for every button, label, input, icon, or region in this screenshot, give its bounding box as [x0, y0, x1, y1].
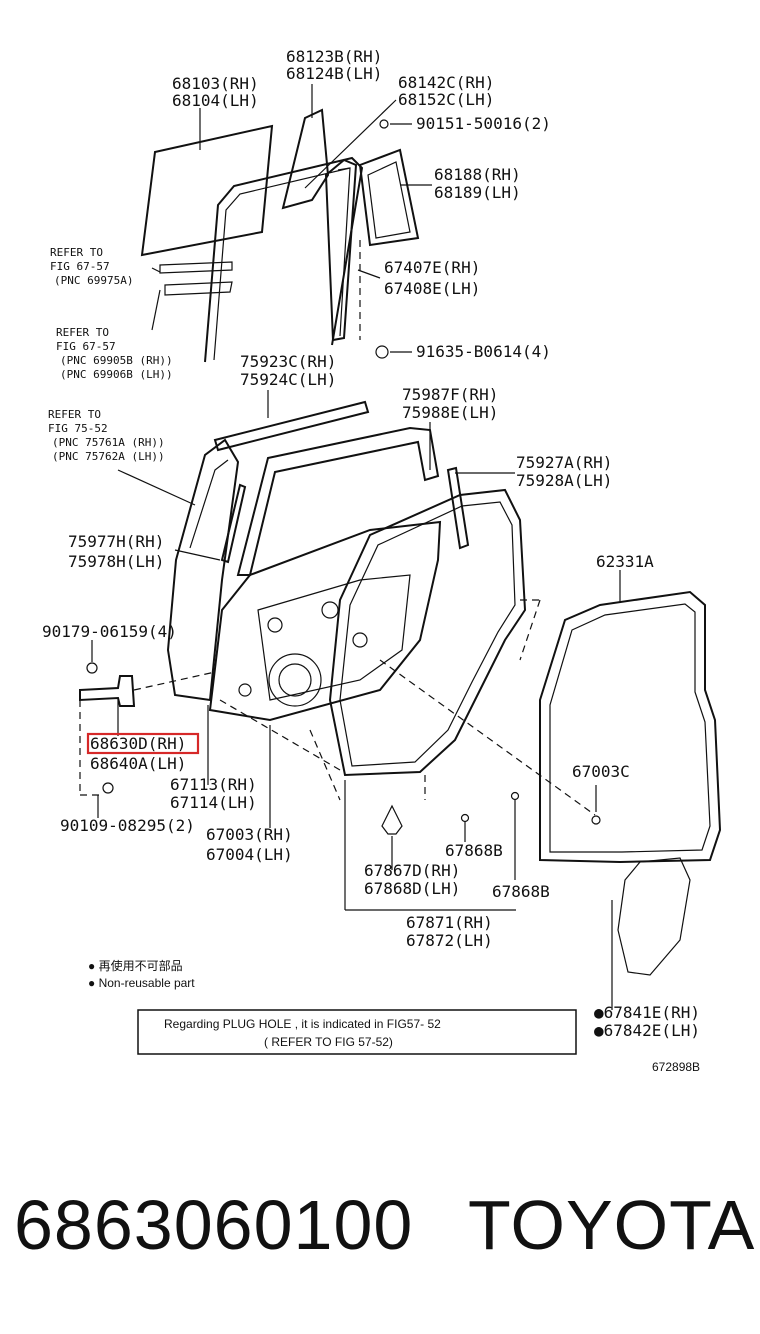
door-inner-panel	[208, 520, 442, 722]
label-67868b-2: 67868B	[492, 882, 550, 901]
assembly-dash-lines	[79, 240, 596, 816]
lower-moulding	[220, 483, 247, 564]
label-67004: 67004(LH)	[206, 845, 293, 864]
ref1-line3: (PNC 69975A)	[54, 274, 133, 287]
lower-rail	[159, 261, 233, 274]
label-67871: 67871(RH)	[406, 913, 493, 932]
ref2-line2: FIG 67-57	[56, 340, 116, 353]
label-67113: 67113(RH)	[170, 775, 257, 794]
label-68123b: 68123B(RH)	[286, 47, 382, 66]
belt-moulding-outer	[213, 400, 370, 452]
label-68630d: 68630D(RH)	[90, 734, 186, 753]
label-75978h: 75978H(LH)	[68, 552, 164, 571]
ref2-line1: REFER TO	[56, 326, 109, 339]
label-91635: 91635-B0614(4)	[416, 342, 551, 361]
label-90179: 90179-06159(4)	[42, 622, 177, 641]
door-frame-moulding	[189, 459, 229, 549]
panel-hole-1	[267, 617, 283, 633]
door-inner-panel-detail	[257, 574, 411, 701]
label-67841e: ●67841E(RH)	[594, 1003, 700, 1022]
division-bar	[324, 158, 358, 342]
clip-67868b-1	[460, 813, 470, 823]
label-68188: 68188(RH)	[434, 165, 521, 184]
label-68640a: 68640A(LH)	[90, 754, 186, 773]
highlight-box	[86, 732, 200, 755]
glass-run-channel-inner	[213, 167, 351, 361]
quarter-glass	[281, 108, 330, 210]
label-67408e: 67408E(LH)	[384, 279, 480, 298]
parts-diagram: 68103(RH) 68104(LH) 68123B(RH) 68124B(LH…	[42, 47, 722, 1074]
brand-name: TOYOTA	[468, 1186, 756, 1264]
label-75923c: 75923C(RH)	[240, 352, 336, 371]
plug-hole-note-line1: Regarding PLUG HOLE , it is indicated in…	[164, 1017, 441, 1031]
part-number: 6863060100	[14, 1186, 414, 1264]
door-weatherstrip-inner	[339, 501, 516, 767]
door-glass	[140, 124, 274, 257]
label-67003: 67003(RH)	[206, 825, 293, 844]
label-68189: 68189(LH)	[434, 183, 521, 202]
ref3-line2: FIG 75-52	[48, 422, 108, 435]
label-68104: 68104(LH)	[172, 91, 259, 110]
ref2-line4: (PNC 69906B (LH))	[60, 368, 173, 381]
hinge-bolt-top	[86, 662, 98, 674]
label-67842e: ●67842E(LH)	[594, 1021, 700, 1040]
body-weatherstrip	[539, 590, 722, 864]
label-67114: 67114(LH)	[170, 793, 257, 812]
label-75977h: 75977H(RH)	[68, 532, 164, 551]
label-90151: 90151-50016(2)	[416, 114, 551, 133]
label-67407e: 67407E(RH)	[384, 258, 480, 277]
door-outer-panel	[166, 438, 240, 702]
bolt-91635	[375, 345, 389, 359]
service-hole-cover	[617, 857, 691, 976]
leader-lines	[91, 84, 621, 1010]
clip-67867d	[381, 804, 403, 835]
ref3-line1: REFER TO	[48, 408, 101, 421]
window-frame-moulding	[236, 426, 440, 576]
label-90109: 90109-08295(2)	[60, 816, 195, 835]
door-weatherstrip	[328, 488, 527, 777]
label-75987f: 75987F(RH)	[402, 385, 498, 404]
division-bar-line	[337, 167, 351, 337]
ref1-line1: REFER TO	[50, 246, 103, 259]
ref1-line2: FIG 67-57	[50, 260, 110, 273]
clip-67003c	[591, 815, 601, 825]
body-weatherstrip-inner	[549, 603, 711, 853]
legend-english: ● Non-reusable part	[88, 976, 195, 990]
quarter-weatherstrip	[358, 148, 420, 247]
hinge-bolt-bottom	[102, 782, 114, 794]
label-75924c: 75924C(LH)	[240, 370, 336, 389]
ref3-line4: (PNC 75762A (LH))	[52, 450, 165, 463]
label-75988e: 75988E(LH)	[402, 403, 498, 422]
label-67872: 67872(LH)	[406, 931, 493, 950]
label-75928a: 75928A(LH)	[516, 471, 612, 490]
figure-code: 672898B	[652, 1060, 700, 1074]
label-68142c: 68142C(RH)	[398, 73, 494, 92]
glass-run-channel	[204, 156, 364, 363]
plug-hole-note-box	[137, 1009, 577, 1055]
label-62331a: 62331A	[596, 552, 654, 571]
label-67867d: 67867D(RH)	[364, 861, 460, 880]
panel-hole-4	[238, 683, 252, 697]
plug-hole-note-line2: ( REFER TO FIG 57-52)	[264, 1035, 393, 1049]
door-edge-moulding	[446, 466, 470, 550]
label-68124b: 68124B(LH)	[286, 64, 382, 83]
panel-hole-2	[321, 601, 339, 619]
label-67003c: 67003C	[572, 762, 630, 781]
screw-90151	[379, 119, 389, 129]
clip-67868b-2	[510, 791, 520, 801]
speaker-hole	[268, 653, 322, 707]
label-67868b-1: 67868B	[445, 841, 503, 860]
ref3-line3: (PNC 75761A (RH))	[52, 436, 165, 449]
quarter-weatherstrip-inner	[367, 161, 411, 239]
label-68152c: 68152C(LH)	[398, 90, 494, 109]
label-67868d: 67868D(LH)	[364, 879, 460, 898]
lower-rail-2	[164, 281, 233, 296]
label-68103: 68103(RH)	[172, 74, 259, 93]
label-75927a: 75927A(RH)	[516, 453, 612, 472]
panel-hole-3	[352, 632, 368, 648]
ref2-line3: (PNC 69905B (RH))	[60, 354, 173, 367]
door-hinge	[79, 675, 136, 707]
legend-japanese: ● 再使用不可部品	[88, 958, 183, 973]
speaker-hole-inner	[278, 663, 312, 697]
